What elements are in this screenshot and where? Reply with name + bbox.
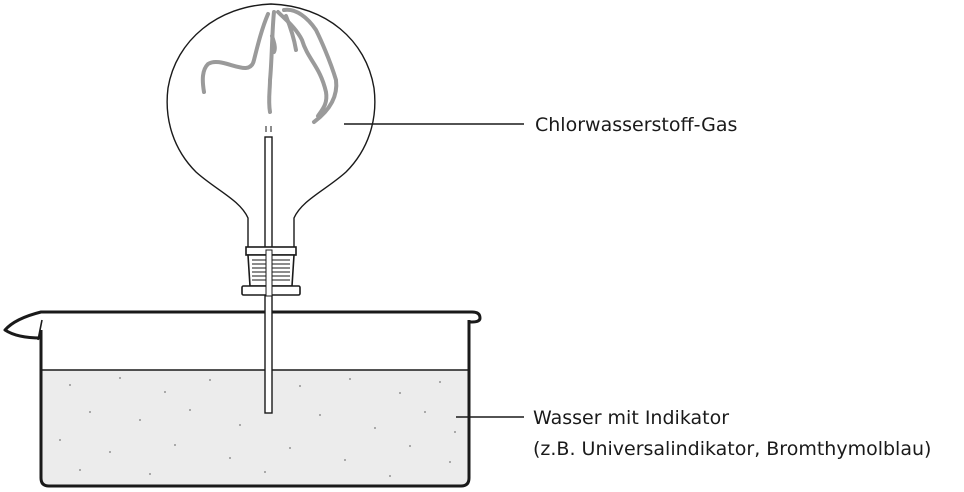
glass-reflections bbox=[200, 7, 339, 124]
water-texture bbox=[59, 377, 456, 477]
water bbox=[41, 370, 469, 486]
beaker-rim bbox=[3, 310, 482, 340]
label-gas: Chlorwasserstoff-Gas bbox=[535, 114, 737, 136]
flask-outline bbox=[166, 3, 376, 248]
beaker-spout-mark bbox=[37, 319, 43, 341]
round-flask bbox=[166, 3, 376, 248]
beaker-body bbox=[39, 320, 471, 488]
label-water-line1: Wasser mit Indikator bbox=[533, 407, 729, 429]
stopper bbox=[241, 246, 301, 297]
label-water-line2: (z.B. Universalindikator, Bromthymolblau… bbox=[533, 438, 931, 460]
beaker bbox=[3, 310, 482, 488]
